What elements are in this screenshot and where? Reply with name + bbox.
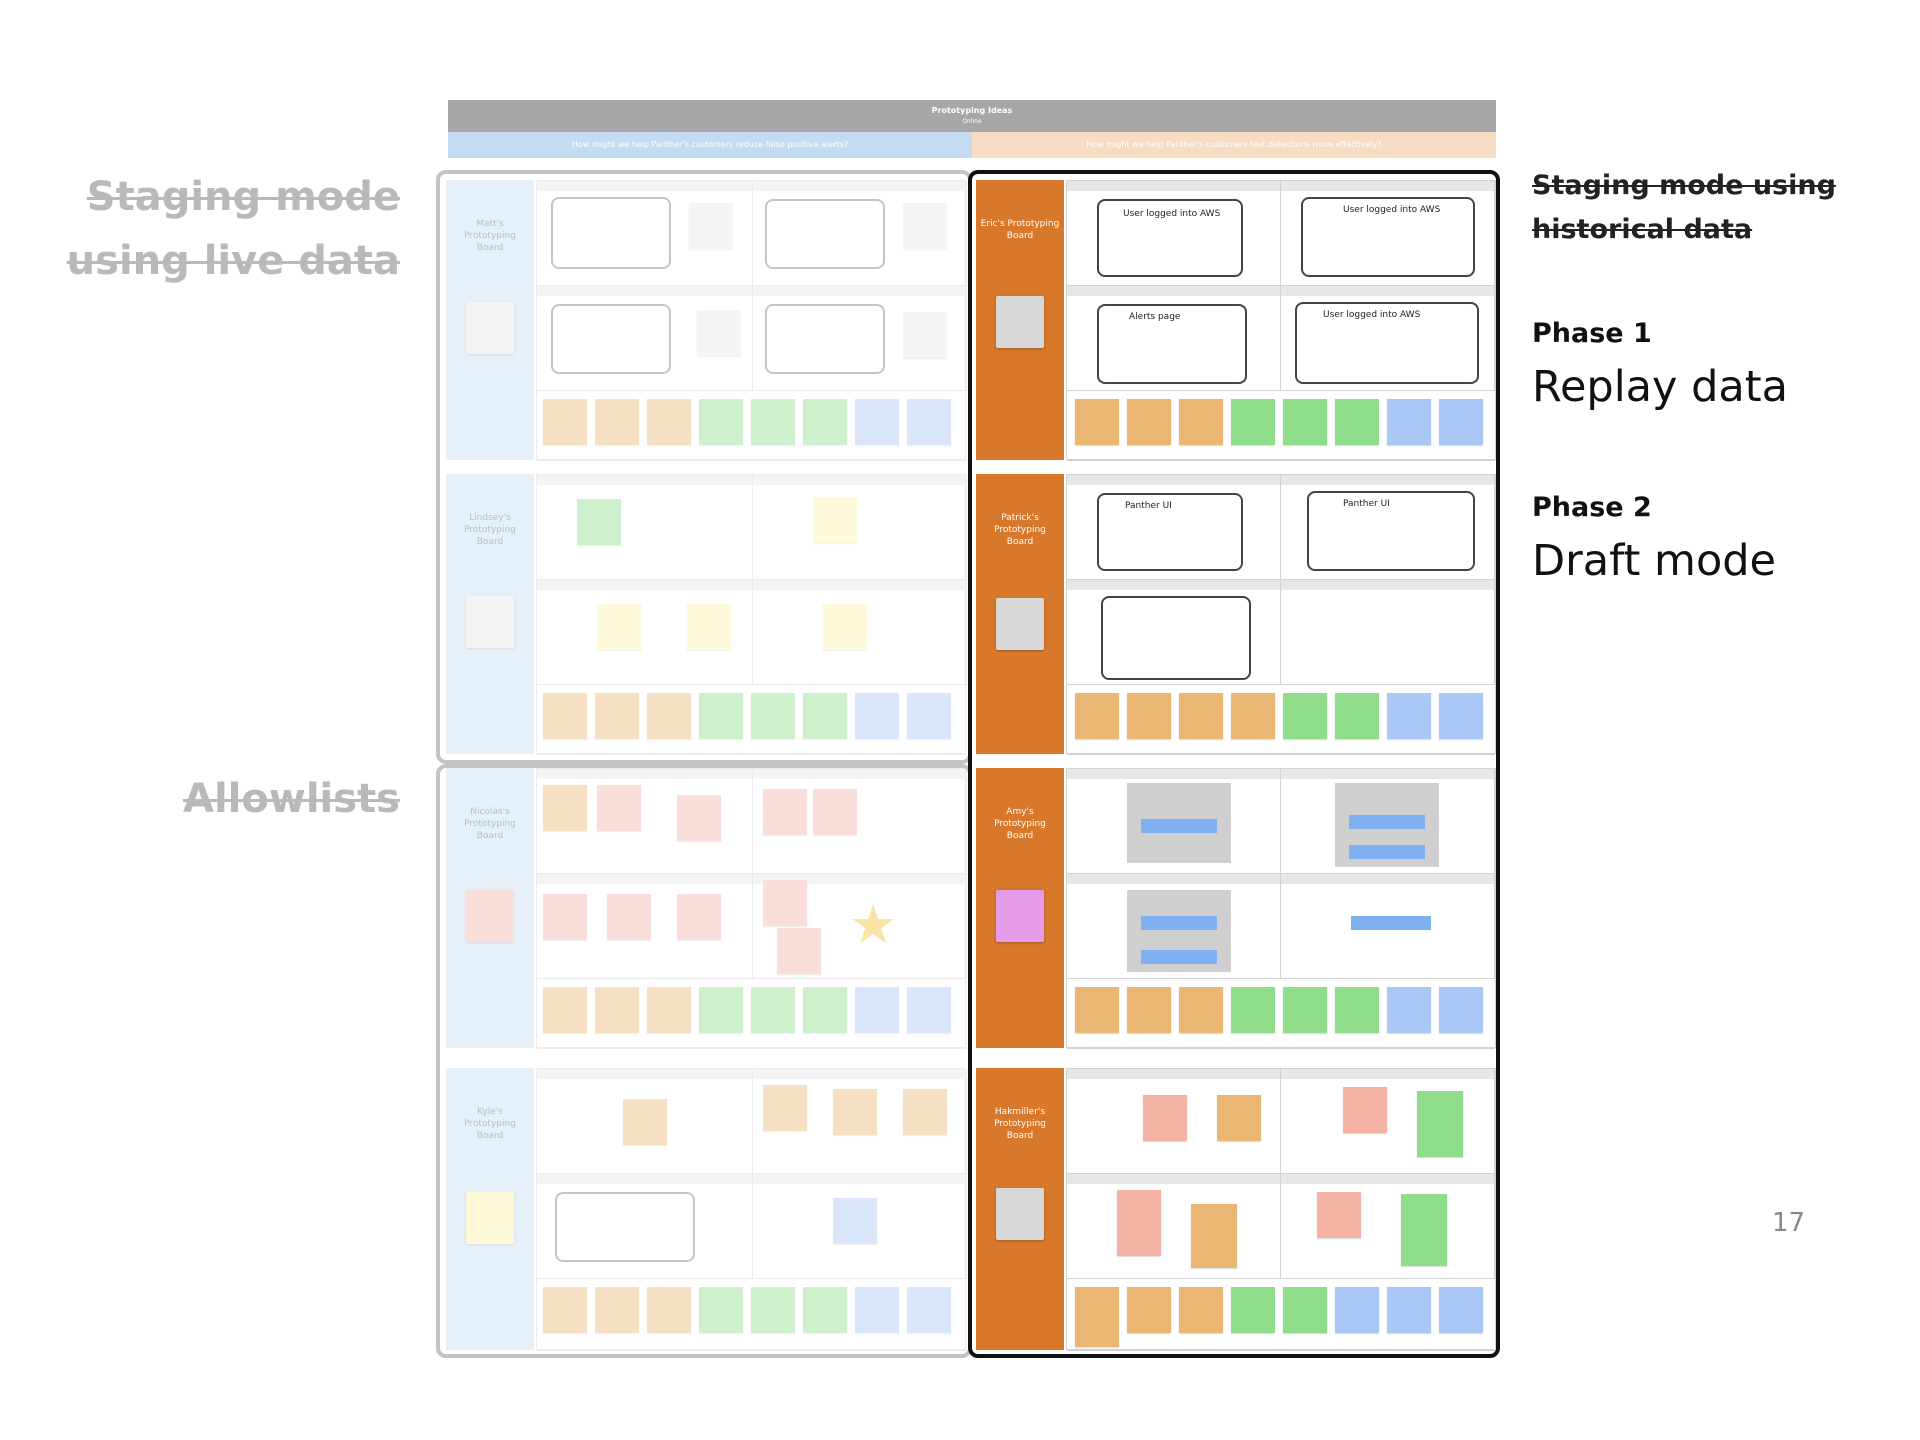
board-name: Lindsey's Prototyping Board xyxy=(464,513,516,547)
phase-2-heading: Phase 2 xyxy=(1532,492,1652,523)
board-kyle: Kyle's Prototyping Board xyxy=(446,1068,967,1351)
label-staging-mode-live-1: Staging mode xyxy=(86,174,400,220)
board-name: Patrick's Prototyping Board xyxy=(994,513,1046,547)
board-name: Amy's Prototyping Board xyxy=(994,807,1046,841)
page-number: 17 xyxy=(1772,1208,1806,1238)
phase-1-text: Replay data xyxy=(1532,362,1788,412)
board-matt: Matt's Prototyping Board xyxy=(446,180,967,461)
board-name: Matt's Prototyping Board xyxy=(464,219,516,253)
group-phases-outline xyxy=(968,170,1500,1358)
sketch-label: User logged into AWS xyxy=(1343,205,1441,215)
question-left: How might we help Panther's customers re… xyxy=(448,132,972,158)
board-title-bar: Prototyping Ideas Online xyxy=(448,100,1496,132)
note-struck-2: historical data xyxy=(1532,214,1753,245)
label-allowlists: Allowlists xyxy=(183,776,400,822)
sketch-label: User logged into AWS xyxy=(1123,209,1221,219)
board-title: Prototyping Ideas xyxy=(931,106,1013,115)
question-right: How might we help Panther's customers te… xyxy=(972,132,1496,158)
board-patrick: Patrick's Prototyping Board Panther UI P… xyxy=(976,474,1496,755)
board-amy: Amy's Prototyping Board xyxy=(976,768,1496,1049)
board-name: Eric's Prototyping Board xyxy=(980,219,1060,241)
board-name: Kyle's Prototyping Board xyxy=(464,1107,516,1141)
board-eric: Eric's Prototyping Board User logged int… xyxy=(976,180,1496,461)
phase-2-text: Draft mode xyxy=(1532,536,1776,586)
board-name: Nicolas's Prototyping Board xyxy=(464,807,516,841)
star-icon: ★ xyxy=(849,893,898,956)
phase-1-heading: Phase 1 xyxy=(1532,318,1652,349)
sketch-label: User logged into AWS xyxy=(1323,310,1421,320)
board-name: Hakmiller's Prototyping Board xyxy=(994,1107,1046,1141)
board-subtitle: Online xyxy=(962,118,982,125)
sketch-label: Panther UI xyxy=(1125,501,1172,511)
sketch-label: Panther UI xyxy=(1343,499,1390,509)
note-struck-1: Staging mode using xyxy=(1532,170,1836,201)
sketch-label: Alerts page xyxy=(1129,312,1181,322)
label-staging-mode-live-2: using live data xyxy=(66,238,400,284)
board-nicolas: Nicolas's Prototyping Board ★ xyxy=(446,768,967,1049)
board-hakmiller: Hakmiller's Prototyping Board xyxy=(976,1068,1496,1351)
board-lindsey: Lindsey's Prototyping Board xyxy=(446,474,967,755)
